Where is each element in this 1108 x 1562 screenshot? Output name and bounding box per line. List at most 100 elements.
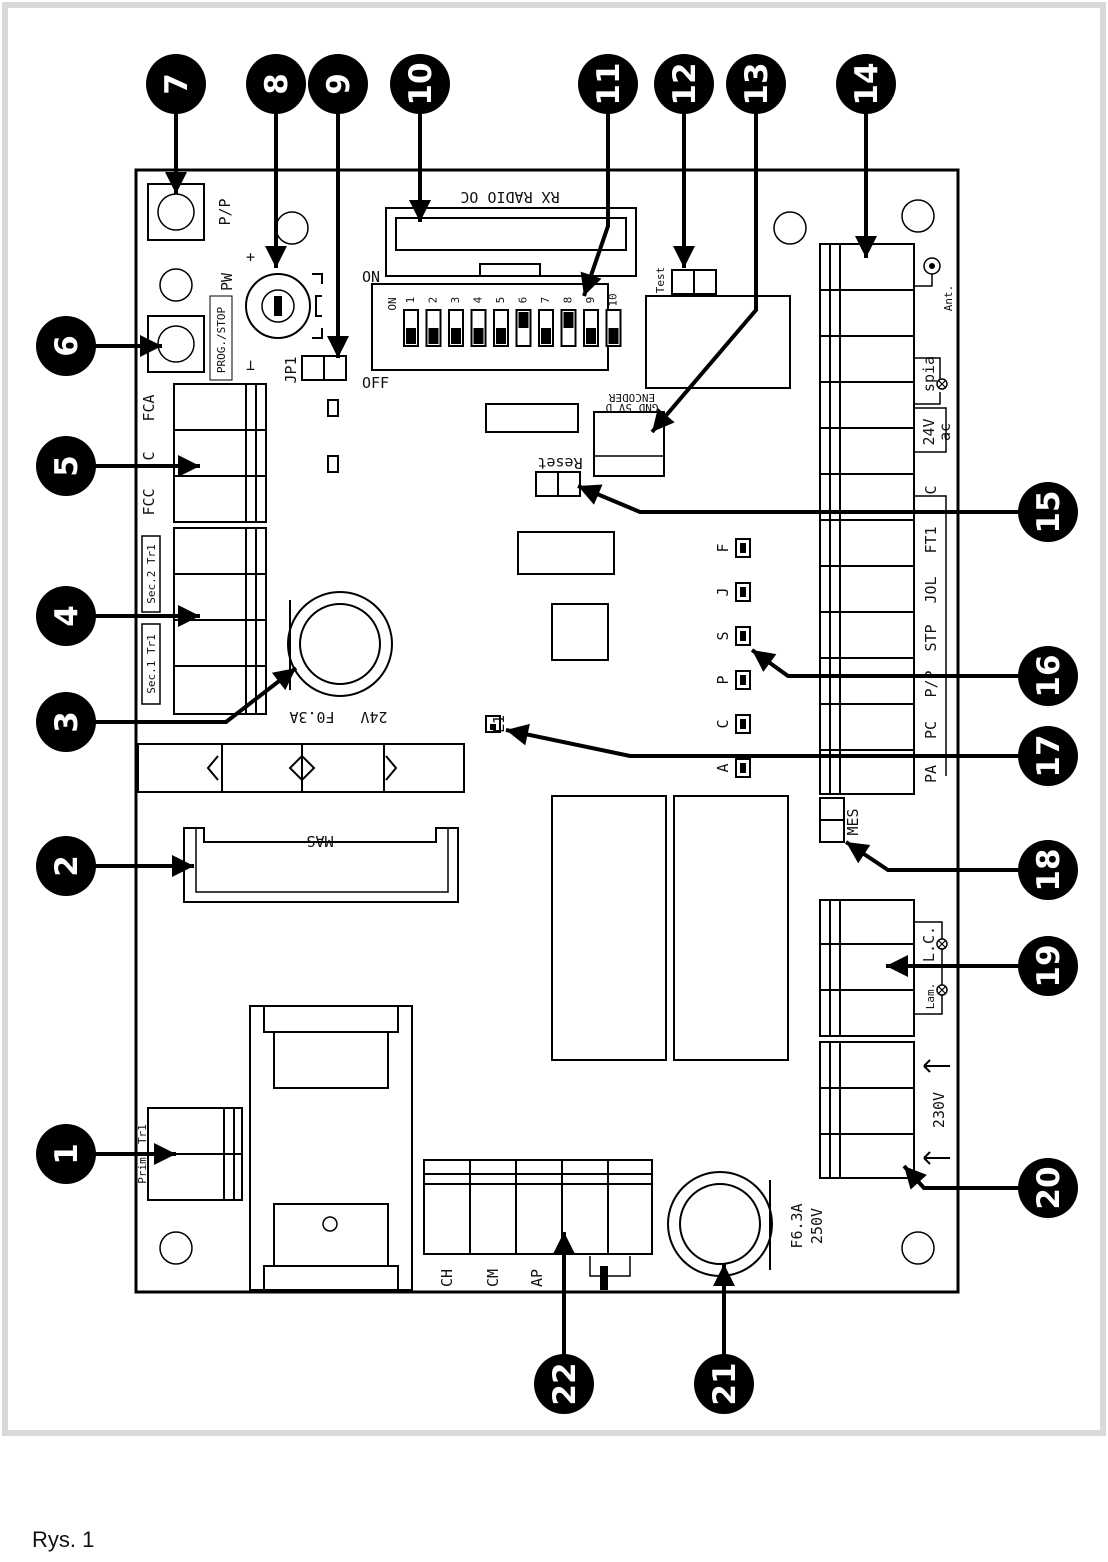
- dip-number-10: 10: [607, 293, 620, 306]
- secondary-transformer-terminal: Sec.2 Tr1 Sec.1 Tr1: [141, 527, 267, 715]
- c-common-label: C: [922, 485, 940, 494]
- mains-terminal: 230V: [819, 1041, 950, 1179]
- callout-11-circle: [578, 54, 638, 114]
- arrowhead-16: [752, 650, 777, 672]
- callout-7-circle: [146, 54, 206, 114]
- callout-12: 12: [654, 54, 714, 114]
- pw-label: PW: [218, 272, 236, 291]
- callout-6: 6: [36, 316, 96, 376]
- callout-8-number: 8: [259, 73, 295, 95]
- callout-2-number: 2: [49, 855, 85, 877]
- callout-20: 20: [1018, 1158, 1078, 1218]
- l1-label: L1: [490, 715, 508, 733]
- dip-knob-8: [563, 312, 574, 328]
- dip-knob-1: [406, 328, 416, 344]
- figure-caption: Rys. 1: [32, 1527, 95, 1552]
- dip-knob-9: [586, 328, 596, 344]
- callout-13-circle: [726, 54, 786, 114]
- mounting-holes: [159, 199, 935, 1265]
- callout-14-circle: [836, 54, 896, 114]
- callout-9-number: 9: [321, 73, 357, 95]
- led-s-fill: [740, 631, 746, 641]
- cm-label: CM: [484, 1269, 502, 1287]
- callout-21-number: 21: [707, 1362, 743, 1405]
- callout-11: 11: [578, 54, 638, 114]
- arrowhead-13: [652, 408, 675, 432]
- callout-19-circle: [1018, 936, 1078, 996]
- ch-label: CH: [438, 1269, 456, 1287]
- callout-17-circle: [1018, 726, 1078, 786]
- relays: [551, 795, 789, 1061]
- callout-5-circle: [36, 436, 96, 496]
- led-f-fill: [740, 543, 746, 553]
- callout-21: 21: [694, 1354, 754, 1414]
- arrowhead-15: [578, 484, 603, 505]
- callout-3-number: 3: [49, 711, 85, 733]
- ft1-label: FT1: [922, 526, 940, 553]
- callout-arrowheads: [140, 172, 927, 1286]
- arrowhead-14: [855, 236, 877, 258]
- led-label-c: C: [714, 719, 732, 728]
- callout-18-number: 18: [1031, 848, 1067, 891]
- dip-knob-5: [496, 328, 506, 344]
- led-j-fill: [740, 587, 746, 597]
- callout-7: 7: [146, 54, 206, 114]
- arrowhead-22: [553, 1232, 575, 1254]
- dip-number-3: 3: [449, 297, 462, 304]
- led-a-fill: [740, 763, 746, 773]
- arrowhead-20: [904, 1166, 927, 1190]
- callout-12-number: 12: [667, 62, 703, 105]
- dip-knob-10: [608, 328, 619, 344]
- fuse1-voltage-label: 24V: [360, 708, 387, 726]
- arrowhead-7: [165, 172, 187, 194]
- callout-2-circle: [36, 836, 96, 896]
- jp1-label: JP1: [282, 356, 300, 383]
- leader-11: [582, 84, 610, 297]
- arrowhead-21: [713, 1264, 735, 1286]
- c-limit-label: C: [140, 451, 158, 460]
- v24-label: 24V: [920, 418, 938, 445]
- pcb-outline: [134, 168, 960, 1294]
- led-p-fill: [740, 675, 746, 685]
- callout-18: 18: [1018, 840, 1078, 900]
- arrowhead-6: [140, 335, 162, 357]
- callout-1-number: 1: [49, 1143, 85, 1165]
- callout-20-circle: [1018, 1158, 1078, 1218]
- callout-7-number: 7: [159, 73, 195, 95]
- dip-knob-2: [428, 328, 439, 344]
- pa-label: PA: [922, 765, 940, 783]
- callout-9-circle: [308, 54, 368, 114]
- fcc-label: FCC: [140, 488, 158, 515]
- ant-label: Ant.: [942, 285, 955, 312]
- ap-label: AP: [528, 1269, 546, 1287]
- fuse2-value-label: F6.3A: [788, 1203, 806, 1248]
- callout-16-number: 16: [1031, 654, 1067, 697]
- dip-number-1: 1: [404, 297, 417, 304]
- led-label-j: J: [714, 587, 732, 596]
- callout-13: 13: [726, 54, 786, 114]
- dip-number-7: 7: [539, 297, 552, 304]
- dip-knob-6: [518, 312, 529, 328]
- callout-11-number: 11: [591, 62, 627, 105]
- leader-3: [66, 666, 298, 724]
- callout-14-number: 14: [849, 62, 885, 105]
- spia-label: spia: [920, 356, 938, 392]
- fuse-f63a: F6.3A 250V: [667, 1171, 826, 1277]
- fca-label: FCA: [140, 394, 158, 421]
- pw-plus-mark: +: [246, 248, 255, 266]
- link-connector-strip: [137, 743, 465, 793]
- led-label-f: F: [714, 543, 732, 552]
- callout-9: 9: [308, 54, 368, 114]
- callout-15-circle: [1018, 482, 1078, 542]
- test-jumper: Test: [654, 267, 717, 295]
- reset-label: Reset: [537, 454, 582, 472]
- callout-10-number: 10: [403, 62, 439, 105]
- fuse2-voltage-label: 250V: [808, 1208, 826, 1244]
- dip-number-8: 8: [562, 297, 575, 304]
- callout-16-circle: [1018, 646, 1078, 706]
- callout-10: 10: [390, 54, 450, 114]
